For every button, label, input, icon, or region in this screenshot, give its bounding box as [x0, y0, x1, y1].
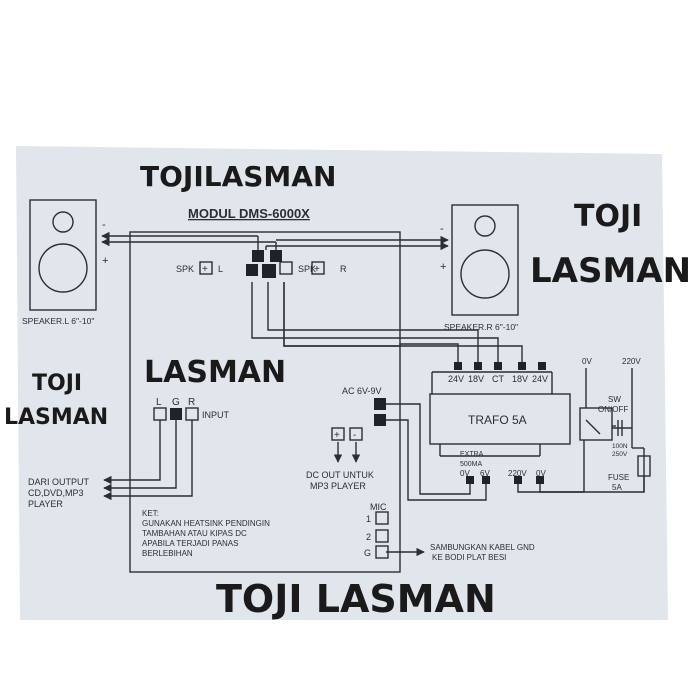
- dcout-minus: -: [353, 430, 356, 441]
- watermark-left-2: LASMAN: [4, 405, 108, 430]
- gnd-line1: SAMBUNGKAN KABEL GND: [430, 543, 535, 552]
- dari-output-1: DARI OUTPUT: [28, 477, 90, 487]
- ac-label: AC 6V-9V: [342, 386, 382, 396]
- spk-right-ch: R: [340, 264, 347, 274]
- mic-1: 1: [366, 514, 371, 524]
- watermark-right-2: LASMAN: [530, 251, 691, 291]
- watermark-left-1: TOJI: [32, 371, 82, 396]
- ac-wires: [386, 403, 487, 501]
- input-label: INPUT: [202, 410, 230, 420]
- speaker-right-label: SPEAKER.R 6"-10": [444, 322, 518, 332]
- dari-output-2: CD,DVD,MP3: [28, 488, 84, 498]
- note-line1: KET:: [142, 509, 159, 518]
- cap-1: 100N: [612, 443, 628, 450]
- trafo-label: TRAFO 5A: [468, 413, 527, 427]
- speaker-wires: [101, 231, 449, 251]
- extra-1: EXTRA: [460, 451, 484, 458]
- speaker-right: [451, 204, 519, 316]
- dcout-line2: MP3 PLAYER: [310, 481, 366, 491]
- sw-2: ON/OFF: [598, 405, 628, 414]
- spk-right-sign: +: [314, 264, 320, 275]
- speaker-left: [29, 199, 97, 311]
- spk-left-ch: L: [218, 264, 223, 274]
- tap-ct: CT: [492, 374, 504, 384]
- watermark-center: LASMAN: [144, 355, 286, 390]
- speaker-right-minus: -: [440, 223, 444, 235]
- input-r: R: [188, 397, 195, 408]
- module-title: MODUL DMS-6000X: [188, 206, 310, 221]
- gnd-line2: KE BODI PLAT BESI: [432, 553, 506, 562]
- dari-output-3: PLAYER: [28, 499, 63, 509]
- speaker-left-label: SPEAKER.L 6"-10": [22, 316, 94, 326]
- paper-sheet: [16, 146, 668, 620]
- input-g: G: [172, 397, 180, 408]
- cap-2: 250V: [612, 451, 628, 458]
- ext-6v: 6V: [480, 469, 490, 478]
- tap-18v-a: 18V: [468, 374, 484, 384]
- tap-18v-b: 18V: [512, 374, 528, 384]
- speaker-left-plus: +: [102, 255, 108, 267]
- power-220v: 220V: [622, 357, 641, 366]
- dcout-line1: DC OUT UNTUK: [306, 470, 374, 480]
- dcout-plus: +: [334, 430, 340, 441]
- mic-g: G: [364, 548, 371, 558]
- trafo-box: [429, 393, 571, 445]
- prim-220v: 220V: [508, 469, 527, 478]
- note-line2: GUNAKAN HEATSINK PENDINGIN: [142, 519, 270, 528]
- note-line5: BERLEBIHAN: [142, 549, 193, 558]
- input-l: L: [156, 397, 162, 408]
- tap-24v-b: 24V: [532, 374, 548, 384]
- prim-0v: 0V: [536, 469, 546, 478]
- note-line4: APABILA TERJADI PANAS: [142, 539, 238, 548]
- power-0v: 0V: [582, 357, 592, 366]
- fuse-1: FUSE: [608, 473, 629, 482]
- fuse-2: 5A: [612, 483, 622, 492]
- trafo-tap-wires: [251, 282, 523, 362]
- note-line3: TAMBAHAN ATAU KIPAS DC: [142, 529, 247, 538]
- input-wires: [103, 420, 193, 501]
- mic-title: MIC: [370, 502, 387, 512]
- spk-right-text: SPK: [298, 264, 316, 274]
- mic-2: 2: [366, 532, 371, 542]
- module-outline: [129, 231, 401, 573]
- extra-2: 500MA: [460, 461, 483, 468]
- speaker-left-minus: -: [102, 219, 106, 231]
- speaker-right-plus: +: [440, 261, 446, 273]
- sw-1: SW: [608, 395, 621, 404]
- watermark-bottom: TOJI LASMAN: [216, 577, 496, 621]
- tap-24v-a: 24V: [448, 374, 464, 384]
- ext-0v: 0V: [460, 469, 470, 478]
- spk-left-text: SPK: [176, 264, 194, 274]
- primary-wires: [517, 368, 651, 493]
- watermark-top: TOJILASMAN: [140, 160, 336, 193]
- spk-left-sign: +: [202, 264, 208, 275]
- watermark-right-1: TOJI: [574, 199, 642, 234]
- connectors: [170, 250, 546, 484]
